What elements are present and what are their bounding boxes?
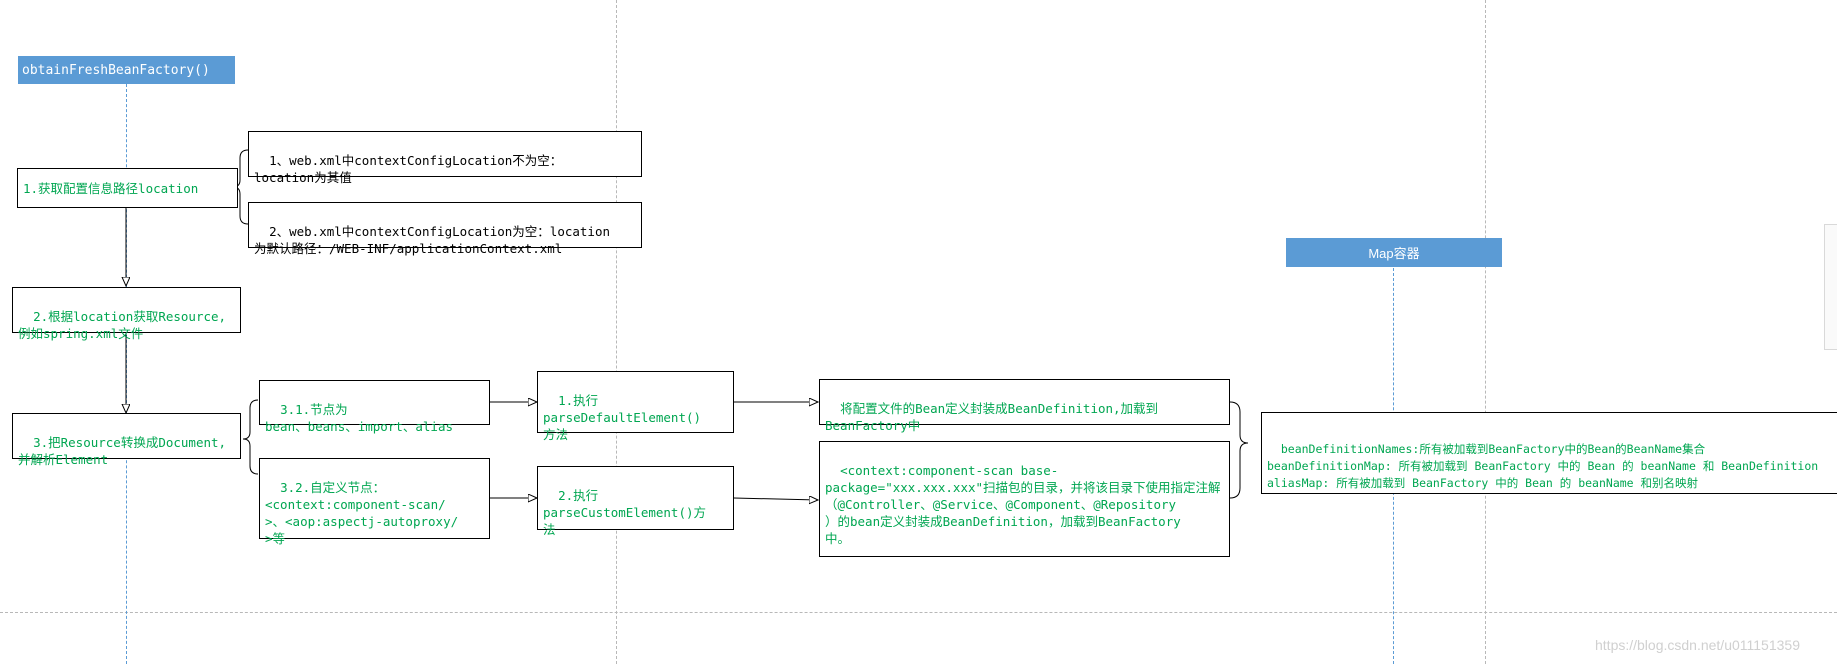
- header-obtainfreshbeanfactory[interactable]: obtainFreshBeanFactory(): [18, 56, 235, 84]
- exec-2-label: 2.执行 parseCustomElement()方 法: [543, 488, 707, 537]
- step-3-convert-document[interactable]: 3.把Resource转换成Document, 并解析Element: [12, 413, 241, 467]
- exec-1-label: 1.执行 parseDefaultElement() 方法: [543, 393, 702, 442]
- condition-2-box[interactable]: 2、web.xml中contextConfigLocation为空：locati…: [248, 202, 642, 256]
- step-2-get-resource[interactable]: 2.根据location获取Resource, 例如spring.xml文件: [12, 287, 241, 341]
- lane-divider-1: [616, 0, 617, 664]
- condition-1-box[interactable]: 1、web.xml中contextConfigLocation不为空： loca…: [248, 131, 642, 185]
- result-bean-definition[interactable]: 将配置文件的Bean定义封装成BeanDefinition,加载到 BeanFa…: [819, 379, 1230, 433]
- step-1-label: 1.获取配置信息路径location: [23, 180, 199, 196]
- header-right-label: Map容器: [1368, 246, 1420, 261]
- step-3-1-label: 3.1.节点为 bean、beans、import、alias: [265, 402, 454, 434]
- lane-divider-2: [1485, 0, 1486, 664]
- arrow-exec2-to-result2: [733, 498, 818, 500]
- header-map-container[interactable]: Map容器: [1286, 238, 1502, 267]
- step-3-2-label: 3.2.自定义节点： <context:component-scan/ >、<a…: [265, 480, 459, 546]
- result-1-label: 将配置文件的Bean定义封装成BeanDefinition,加载到 BeanFa…: [825, 401, 1159, 433]
- brace-step3: [242, 399, 259, 475]
- result-2-label: <context:component-scan base- package="x…: [825, 463, 1221, 546]
- step-1-get-location[interactable]: 1.获取配置信息路径location: [17, 168, 238, 208]
- scroll-tab[interactable]: [1824, 224, 1837, 350]
- watermark: https://blog.csdn.net/u011151359: [1595, 637, 1800, 653]
- step-3-1-default-nodes[interactable]: 3.1.节点为 bean、beans、import、alias: [259, 380, 490, 434]
- lifeline-left: [126, 84, 127, 664]
- map-container-contents[interactable]: beanDefinitionNames:所有被加载到BeanFactory中的B…: [1261, 412, 1837, 494]
- step-3-label: 3.把Resource转换成Document, 并解析Element: [18, 435, 227, 467]
- condition-2-label: 2、web.xml中contextConfigLocation为空：locati…: [254, 224, 611, 256]
- header-left-label: obtainFreshBeanFactory(): [22, 62, 210, 78]
- step-2-label: 2.根据location获取Resource, 例如spring.xml文件: [18, 309, 227, 341]
- step-3-2-custom-nodes[interactable]: 3.2.自定义节点： <context:component-scan/ >、<a…: [259, 458, 490, 546]
- exec-parse-custom-element[interactable]: 2.执行 parseCustomElement()方 法: [537, 466, 734, 537]
- bottom-divider: [0, 612, 1837, 613]
- exec-parse-default-element[interactable]: 1.执行 parseDefaultElement() 方法: [537, 371, 734, 442]
- brace-results: [1229, 401, 1249, 499]
- map-contents-label: beanDefinitionNames:所有被加载到BeanFactory中的B…: [1267, 442, 1819, 490]
- result-component-scan[interactable]: <context:component-scan base- package="x…: [819, 441, 1230, 557]
- condition-1-label: 1、web.xml中contextConfigLocation不为空： loca…: [254, 153, 563, 185]
